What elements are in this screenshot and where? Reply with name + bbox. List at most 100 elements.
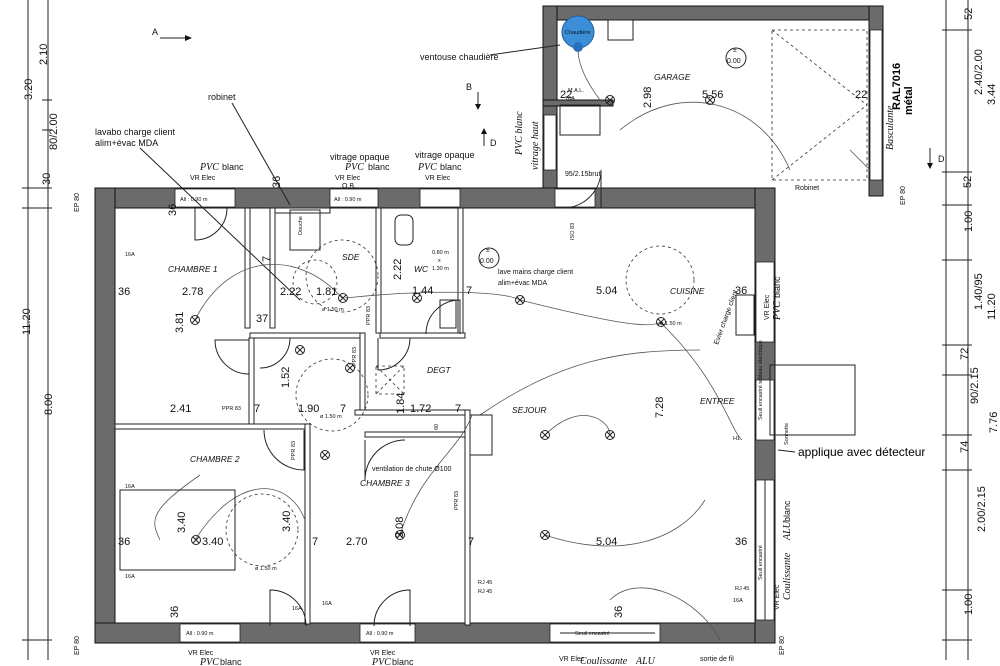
room-sde: SDE xyxy=(342,252,360,262)
lavabo-label-2: alim+évac MDA xyxy=(95,138,158,148)
ppr83-degt: PPR 83 xyxy=(352,347,358,366)
dim-22-garage-left: 22 xyxy=(560,89,572,101)
robinet-garage-label: Robinet xyxy=(795,185,819,192)
blanc-right: blanc xyxy=(782,500,792,522)
dim-7-f: 7 xyxy=(468,536,474,548)
ppr83-wc: PPR 83 xyxy=(366,306,372,325)
metal-label: métal xyxy=(903,86,915,115)
left-dim-11-20: 11.20 xyxy=(21,308,33,335)
chaudiere-label: Chaudière xyxy=(565,30,590,36)
blanc-bottom2: blanc xyxy=(392,657,414,666)
all090-3: All : 0.90 m xyxy=(186,631,214,637)
pvc-3: PVC xyxy=(417,162,437,173)
dim-36-kitchen: 36 xyxy=(735,285,747,297)
dim-1-81: 1.81 xyxy=(316,286,337,298)
ppr83-c3b: PPR 83 xyxy=(454,491,460,510)
marker-d-1: D xyxy=(490,138,497,148)
light-points xyxy=(190,95,715,545)
dim-36-bottom1: 36 xyxy=(169,606,181,618)
room-degt: DEGT xyxy=(427,365,451,375)
level-1: 0.00 xyxy=(480,258,494,265)
dim-1-44: 1.44 xyxy=(412,285,433,297)
sonnette-label: Sonnette xyxy=(784,423,790,445)
dim-36-right: 36 xyxy=(735,536,747,548)
annotations: ventouse chaudière robinet lavabo charge… xyxy=(95,30,925,666)
dim-1-90: 1.90 xyxy=(298,403,319,415)
dim-37: 37 xyxy=(256,313,268,325)
blanc-2: blanc xyxy=(368,162,390,172)
all090-2: All : 0.90 m xyxy=(334,197,362,203)
sortie-fil-label: sortie de fil xyxy=(700,656,734,663)
brut-label: 95/2.15brut xyxy=(565,171,600,178)
p16a-2: 16A xyxy=(125,484,135,490)
tableau-label: Seuil encastré tableau électrique xyxy=(758,340,764,420)
right-dim-72: 72 xyxy=(959,348,971,360)
ep80-garage: EP 80 xyxy=(900,186,907,205)
dim-7-a: 7 xyxy=(261,256,273,262)
diam-sde: ø 1.50 m xyxy=(322,307,344,313)
room-cuisine: CUISINE xyxy=(670,286,705,296)
ppr83-c2: PPR 83 xyxy=(222,406,241,412)
left-dimension-texts: 3.20 2.10 80/2.00 30 11.20 8.00 xyxy=(21,44,60,415)
vr-elec-2: VR Elec xyxy=(335,175,361,182)
seuil-right: Seuil encastré xyxy=(758,545,764,580)
ral-label: RAL7016 xyxy=(891,63,903,110)
interior-dimensions: 36 2.78 2.22 1.81 1.44 7 5.04 36 2.22 36… xyxy=(118,87,867,618)
all090-4: All : 0.90 m xyxy=(366,631,394,637)
dim-36-bottom2: 36 xyxy=(613,606,625,618)
left-dimension-lines xyxy=(22,0,52,660)
p16a-3: 16A xyxy=(125,574,135,580)
dim-7-wc: 7 xyxy=(466,285,472,297)
vitrage-opaque-2: vitrage opaque xyxy=(415,150,475,160)
marker-a: A xyxy=(152,27,158,37)
right-dimension-lines xyxy=(942,0,972,660)
vitrage-opaque-1: vitrage opaque xyxy=(330,152,390,162)
vr-elec-right: VR Elec xyxy=(774,584,781,610)
dim-3-40b: 3.40 xyxy=(202,536,223,548)
dim-36-c1: 36 xyxy=(118,286,130,298)
dim-5-04b: 5.04 xyxy=(596,536,617,548)
p16a-5: 16A xyxy=(322,601,332,607)
dim-2-22b: 2.22 xyxy=(392,259,404,280)
dim-1-84: 1.84 xyxy=(395,393,407,414)
right-dim-11-20: 11.20 xyxy=(986,293,998,320)
coulissante-right: Coulissante xyxy=(782,552,793,600)
vr-elec-bottom2: VR Elec xyxy=(370,650,396,657)
pmr-x: x xyxy=(438,258,441,264)
h1-label: H1 xyxy=(733,436,740,442)
marker-d-2: D xyxy=(938,154,945,164)
right-dim-52-mid: 52 xyxy=(962,176,974,188)
left-dim-2-10: 2.10 xyxy=(38,44,50,65)
rj45-2: RJ 45 xyxy=(478,589,492,595)
dim-3-08: 3.08 xyxy=(394,517,406,538)
pvc-2: PVC xyxy=(344,162,364,173)
pvc-kitchen: PVC xyxy=(772,301,783,321)
pmr-dim2: 1.30 m xyxy=(432,266,449,272)
room-chambre-2: CHAMBRE 2 xyxy=(190,454,240,464)
right-dim-200-215: 2.00/2.15 xyxy=(976,486,988,532)
right-dim-7-76: 7.76 xyxy=(988,412,1000,433)
blanc-1: blanc xyxy=(222,162,244,172)
dim-2-22a: 2.22 xyxy=(280,286,301,298)
dim-5-04a: 5.04 xyxy=(596,285,617,297)
electrical-routing xyxy=(154,29,871,641)
section-markers: A B D D EP 80 EP 80 EP 80 EP 80 xyxy=(74,27,945,655)
lavabo-label-1: lavabo charge client xyxy=(95,127,176,137)
sixty-label: 60 xyxy=(434,424,440,430)
robinet-label: robinet xyxy=(208,92,236,102)
diam-cuisine: ø 1.50 m xyxy=(660,321,682,327)
turning-circles xyxy=(225,239,695,567)
right-dim-52-top: 52 xyxy=(963,8,975,20)
dim-7-d: 7 xyxy=(455,403,461,415)
dim-1-52: 1.52 xyxy=(280,367,292,388)
right-dim-140-95: 1.40/95 xyxy=(973,273,985,310)
all090-1: All : 0.90 m xyxy=(180,197,208,203)
alu-right: ALU xyxy=(782,520,793,541)
alu-bottom: ALU xyxy=(635,656,656,666)
rj45-3: RJ 45 xyxy=(735,586,749,592)
level-2: 0.00 xyxy=(727,58,741,65)
pmr-dim1: 0.80 m xyxy=(432,250,449,256)
iso83-label: ISO 83 xyxy=(570,223,576,240)
p16a-7: 16A xyxy=(733,598,743,604)
